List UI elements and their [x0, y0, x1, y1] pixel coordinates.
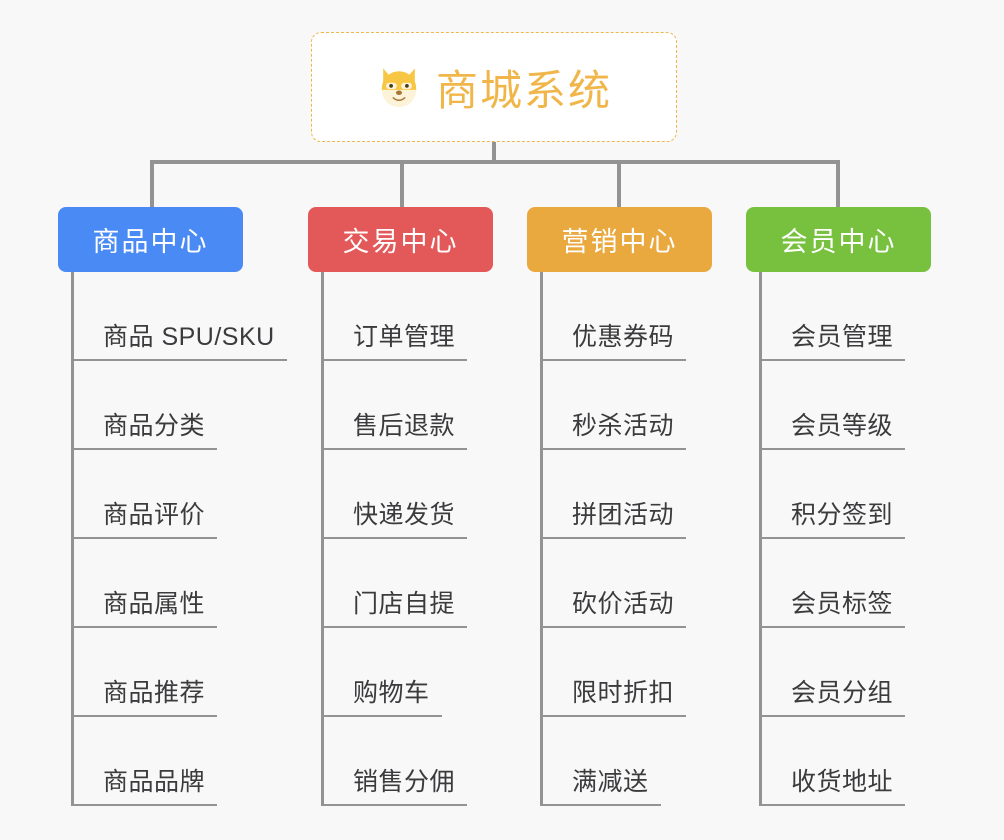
leaf-item-label: 商品评价 [103, 501, 206, 529]
leaf-item[interactable]: 快递发货 [321, 450, 468, 539]
leaf-item-label: 秒杀活动 [572, 412, 675, 440]
leaf-item-underline [321, 448, 468, 450]
leaf-trunk-marketing-center [540, 272, 543, 806]
leaf-item-label: 商品品牌 [103, 768, 206, 796]
leaf-item[interactable]: 收货地址 [759, 717, 906, 806]
leaf-item[interactable]: 商品评价 [71, 450, 218, 539]
root-title: 商城系统 [435, 66, 612, 114]
branch-box-marketing-center[interactable]: 营销中心 [527, 207, 712, 272]
leaf-item-underline [71, 537, 218, 539]
leaf-item[interactable]: 订单管理 [321, 272, 468, 361]
leaf-item-underline [71, 804, 218, 806]
leaf-item[interactable]: 商品推荐 [71, 628, 218, 717]
branch-box-member-center[interactable]: 会员中心 [746, 207, 931, 272]
leaf-item-label: 会员等级 [791, 412, 894, 440]
leaf-item[interactable]: 会员标签 [759, 539, 906, 628]
leaf-item-label: 商品属性 [103, 590, 206, 618]
leaf-trunk-product-center [71, 272, 74, 806]
leaf-item-underline [71, 626, 218, 628]
connector-bus [150, 160, 840, 164]
leaf-item-underline [540, 715, 687, 717]
connector-drop-1 [150, 160, 154, 207]
leaf-item[interactable]: 积分签到 [759, 450, 906, 539]
leaf-item[interactable]: 限时折扣 [540, 628, 687, 717]
connector-root-stem [492, 142, 496, 162]
leaf-item[interactable]: 购物车 [321, 628, 442, 717]
leaf-item-underline [540, 359, 687, 361]
leaf-item-underline [759, 359, 906, 361]
leaf-item-label: 购物车 [353, 679, 430, 707]
leaf-item-underline [321, 537, 468, 539]
leaf-item[interactable]: 商品属性 [71, 539, 218, 628]
leaf-item-underline [759, 626, 906, 628]
leaf-item-label: 商品 SPU/SKU [103, 323, 275, 351]
leaf-item-label: 会员标签 [791, 590, 894, 618]
leaf-item-label: 门店自提 [353, 590, 456, 618]
leaf-item-label: 砍价活动 [572, 590, 675, 618]
leaf-item-underline [321, 626, 468, 628]
leaf-item-label: 限时折扣 [572, 679, 675, 707]
leaf-item-underline [71, 448, 218, 450]
root-node[interactable]: 商城系统 [311, 32, 677, 142]
leaf-item-label: 商品分类 [103, 412, 206, 440]
leaf-item[interactable]: 销售分佣 [321, 717, 468, 806]
leaf-item-underline [759, 537, 906, 539]
leaf-item-underline [540, 626, 687, 628]
connector-drop-3 [617, 160, 621, 207]
leaf-item-label: 拼团活动 [572, 501, 675, 529]
leaf-item-label: 会员分组 [791, 679, 894, 707]
leaf-item-label: 订单管理 [353, 323, 456, 351]
leaf-item-underline [759, 448, 906, 450]
leaf-item-underline [759, 715, 906, 717]
leaf-item[interactable]: 砍价活动 [540, 539, 687, 628]
leaf-item-underline [540, 448, 687, 450]
leaf-item-label: 优惠券码 [572, 323, 675, 351]
leaf-item[interactable]: 拼团活动 [540, 450, 687, 539]
leaf-item[interactable]: 会员等级 [759, 361, 906, 450]
leaf-item[interactable]: 秒杀活动 [540, 361, 687, 450]
branch-label: 会员中心 [780, 227, 897, 257]
leaf-item[interactable]: 门店自提 [321, 539, 468, 628]
leaf-item[interactable]: 商品分类 [71, 361, 218, 450]
leaf-item-label: 快递发货 [353, 501, 456, 529]
branch-box-trade-center[interactable]: 交易中心 [308, 207, 493, 272]
leaf-item-underline [71, 715, 218, 717]
leaf-item[interactable]: 满减送 [540, 717, 661, 806]
leaf-item-underline [540, 804, 661, 806]
leaf-item-label: 会员管理 [791, 323, 894, 351]
branch-label: 商品中心 [92, 227, 209, 257]
leaf-item-underline [321, 715, 442, 717]
leaf-item[interactable]: 售后退款 [321, 361, 468, 450]
leaf-item-label: 销售分佣 [353, 768, 456, 796]
leaf-item-label: 积分签到 [791, 501, 894, 529]
leaf-item-underline [759, 804, 906, 806]
connector-drop-2 [400, 160, 404, 207]
branch-box-product-center[interactable]: 商品中心 [58, 207, 243, 272]
leaf-trunk-trade-center [321, 272, 324, 806]
leaf-item-label: 收货地址 [791, 768, 894, 796]
leaf-item-label: 满减送 [572, 768, 649, 796]
leaf-item-underline [321, 359, 468, 361]
leaf-trunk-member-center [759, 272, 762, 806]
branch-label: 营销中心 [561, 227, 678, 257]
leaf-item[interactable]: 会员管理 [759, 272, 906, 361]
leaf-item-label: 商品推荐 [103, 679, 206, 707]
leaf-item-underline [540, 537, 687, 539]
leaf-item[interactable]: 商品 SPU/SKU [71, 272, 287, 361]
leaf-item-underline [321, 804, 468, 806]
leaf-item[interactable]: 商品品牌 [71, 717, 218, 806]
leaf-item-underline [71, 359, 287, 361]
connector-drop-4 [836, 160, 840, 207]
leaf-item[interactable]: 优惠券码 [540, 272, 687, 361]
branch-label: 交易中心 [342, 227, 459, 257]
leaf-item-label: 售后退款 [353, 412, 456, 440]
leaf-item[interactable]: 会员分组 [759, 628, 906, 717]
dog-face-icon [376, 64, 422, 110]
